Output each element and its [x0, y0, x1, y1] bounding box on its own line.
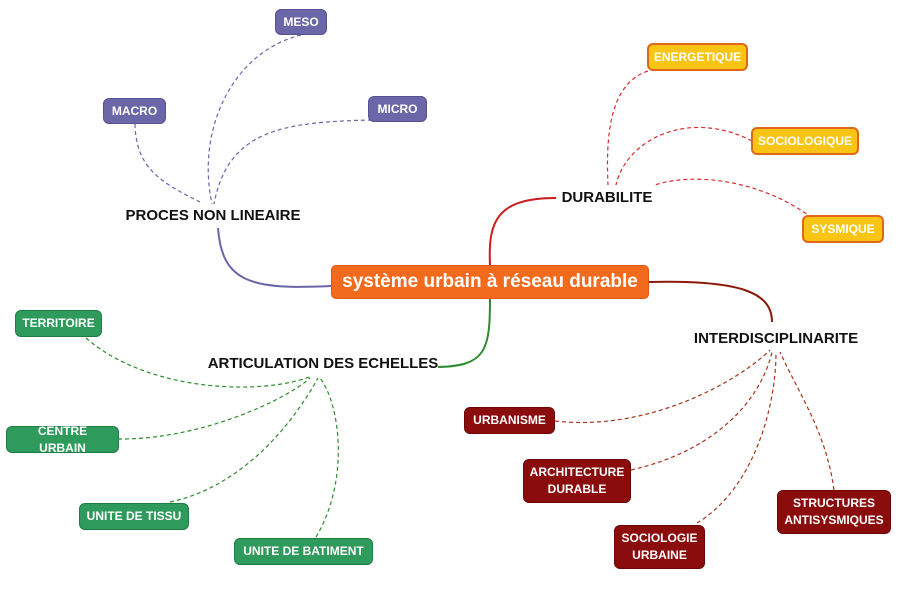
- link-sociologie: [696, 351, 777, 524]
- link-durabilite: [488, 197, 557, 266]
- branch-proces-non-lineaire[interactable]: PROCES NON LINEAIRE: [125, 206, 301, 224]
- link-sociologique: [615, 126, 753, 186]
- leaf-urbanisme[interactable]: URBANISME: [464, 407, 555, 434]
- branch-durabilite[interactable]: DURABILITE: [561, 188, 653, 206]
- link-centre-urbain: [117, 377, 311, 440]
- link-urbanisme: [554, 349, 771, 423]
- link-micro: [213, 119, 373, 205]
- leaf-structures-antisysmiques[interactable]: STRUCTURES ANTISYSMIQUES: [777, 490, 891, 534]
- link-unite-batiment: [315, 377, 339, 538]
- leaf-centre-urbain[interactable]: CENTRE URBAIN: [6, 424, 119, 455]
- branch-interdisciplinarite[interactable]: INTERDISCIPLINARITE: [693, 329, 859, 347]
- leaf-unite-de-batiment[interactable]: UNITE DE BATIMENT: [234, 538, 373, 565]
- leaf-sociologique[interactable]: SOCIOLOGIQUE: [751, 127, 859, 155]
- link-unite-tissu: [169, 377, 319, 503]
- leaf-territoire[interactable]: TERRITOIRE: [15, 310, 102, 337]
- leaf-macro[interactable]: MACRO: [103, 98, 166, 124]
- leaf-sociologie-urbaine[interactable]: SOCIOLOGIE URBAINE: [614, 525, 705, 569]
- central-node[interactable]: système urbain à réseau durable: [331, 265, 649, 299]
- leaf-micro[interactable]: MICRO: [368, 96, 427, 122]
- link-energetique: [606, 70, 649, 186]
- link-interdisciplinarite: [648, 280, 773, 323]
- link-architecture: [630, 351, 773, 471]
- link-structures: [779, 351, 835, 491]
- link-articulation: [437, 298, 491, 368]
- leaf-sysmique[interactable]: SYSMIQUE: [802, 215, 884, 243]
- leaf-architecture-durable[interactable]: ARCHITECTURE DURABLE: [523, 459, 631, 503]
- branch-articulation-des-echelles[interactable]: ARTICULATION DES ECHELLES: [207, 354, 439, 372]
- link-meso: [207, 34, 302, 205]
- link-territoire: [85, 337, 313, 388]
- leaf-meso[interactable]: MESO: [275, 9, 327, 35]
- link-macro: [134, 123, 201, 203]
- link-proces: [217, 227, 332, 288]
- leaf-unite-de-tissu[interactable]: UNITE DE TISSU: [79, 503, 189, 530]
- leaf-energetique[interactable]: ENERGETIQUE: [647, 43, 748, 71]
- link-sysmique: [654, 178, 813, 219]
